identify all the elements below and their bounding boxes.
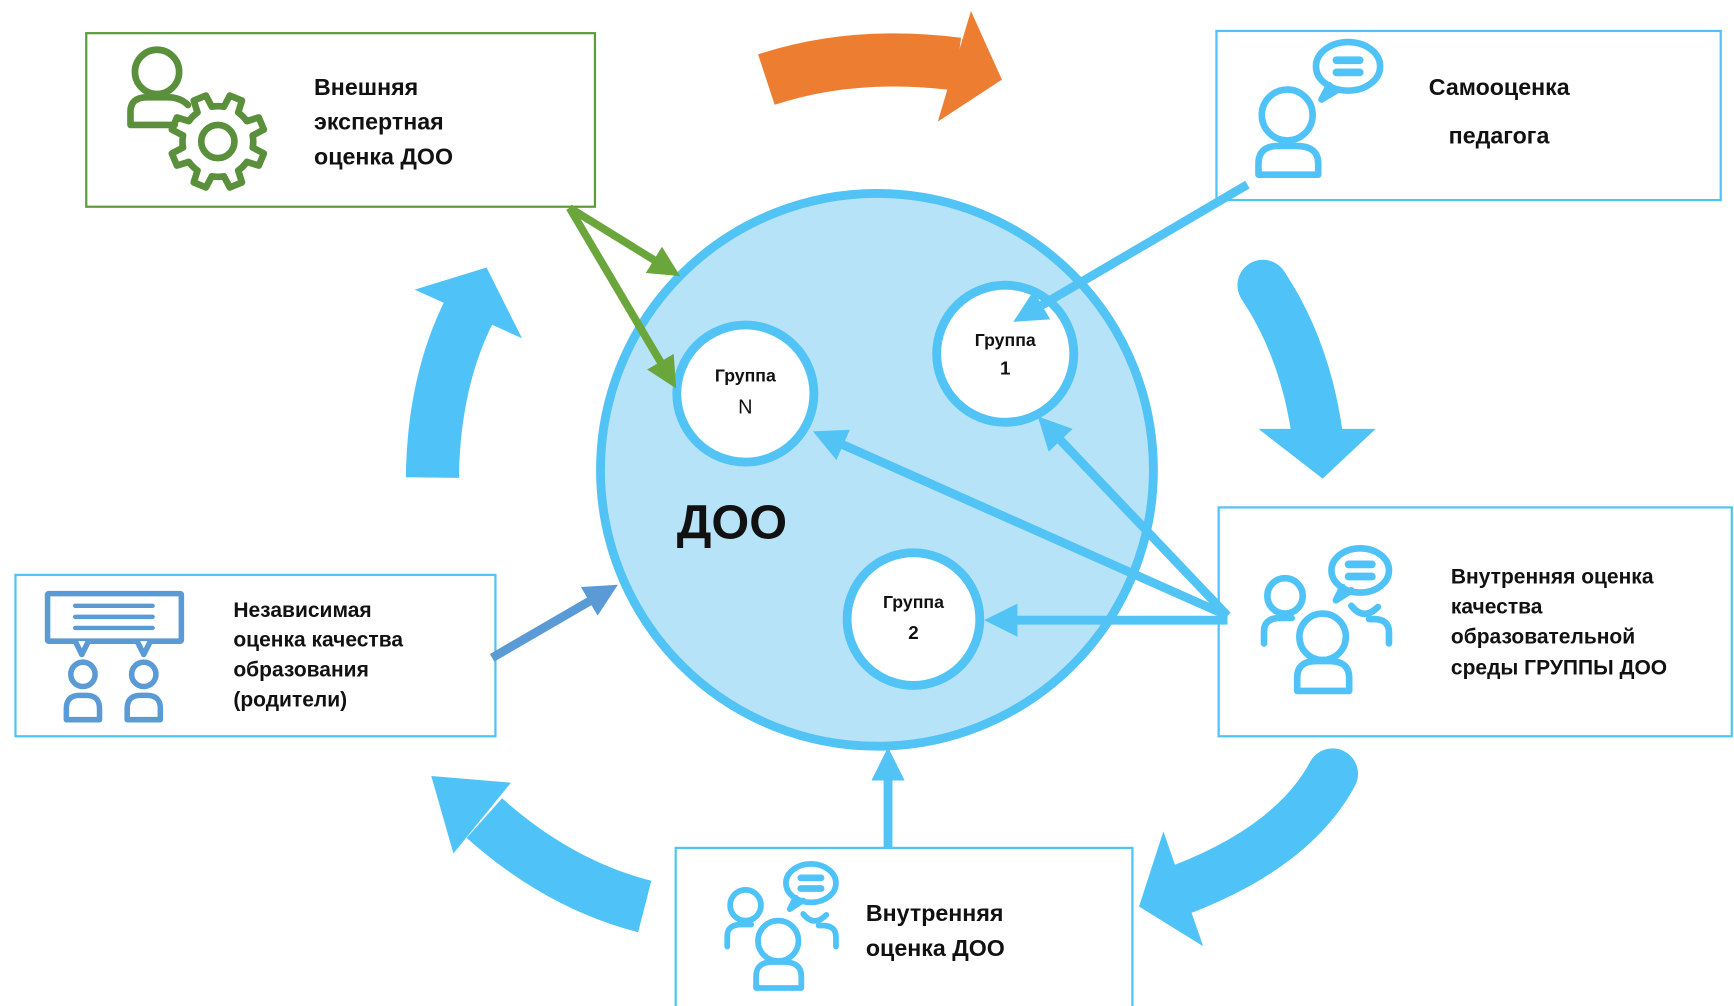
internal-group-line: Внутренняя оценка bbox=[1451, 566, 1654, 589]
group-n-id: N bbox=[738, 396, 752, 418]
arrow-self-to-group-1 bbox=[1013, 180, 1250, 322]
external-expert-line: экспертная bbox=[314, 108, 444, 134]
teacher-self-assessment-box: Самооценка педагога bbox=[1215, 29, 1722, 202]
doo-label: ДОО bbox=[677, 495, 787, 549]
group-1-title: Группа bbox=[975, 330, 1036, 350]
internal-group-line: образовательной bbox=[1451, 625, 1635, 648]
person-gear-icon bbox=[127, 46, 268, 191]
cycle-arrow-left bbox=[405, 267, 522, 479]
chat-screen-two-people-icon bbox=[44, 590, 185, 723]
arrow-independent-to-doo bbox=[489, 584, 618, 662]
independent-assessment-box: Независимая оценка качества образования … bbox=[14, 573, 497, 738]
cycle-arrow-right-bottom bbox=[1139, 748, 1359, 947]
teacher-self-line: педагога bbox=[1449, 123, 1551, 149]
group-2-circle bbox=[842, 548, 985, 690]
teacher-self-line: Самооценка bbox=[1429, 74, 1571, 100]
arrow-external-to-doo bbox=[567, 204, 681, 277]
group-1-circle bbox=[932, 280, 1079, 427]
arrow-external-to-group-n bbox=[566, 205, 677, 389]
internal-group-line: среды ГРУППЫ ДОО bbox=[1451, 656, 1667, 679]
arrow-internal-group-to-group-1 bbox=[1037, 416, 1231, 619]
group-2-id: 2 bbox=[908, 622, 918, 643]
internal-group-assessment-box: Внутренняя оценка качества образовательн… bbox=[1217, 506, 1733, 738]
independent-line: (родители) bbox=[233, 688, 347, 711]
internal-group-line: качества bbox=[1451, 596, 1543, 619]
group-n-title: Группа bbox=[715, 365, 776, 385]
external-expert-box: Внешняя экспертная оценка ДОО bbox=[85, 32, 597, 208]
external-expert-line: оценка ДОО bbox=[314, 144, 453, 170]
group-1-id: 1 bbox=[1000, 358, 1010, 379]
external-expert-line: Внешняя bbox=[314, 74, 418, 100]
cycle-arrow-orange-top bbox=[758, 11, 1002, 122]
person-speech-bubble-icon bbox=[1255, 38, 1384, 178]
independent-line: Независимая bbox=[233, 599, 371, 622]
independent-line: образования bbox=[233, 659, 368, 682]
internal-assessment-box: Внутренняя оценка ДОО bbox=[674, 846, 1134, 1006]
group-n-circle bbox=[672, 320, 819, 467]
cycle-arrow-bottom-left bbox=[431, 776, 652, 933]
internal-line: Внутренняя bbox=[866, 900, 1004, 926]
internal-line: оценка ДОО bbox=[866, 935, 1005, 961]
cycle-arrow-right-top bbox=[1237, 259, 1376, 479]
independent-line: оценка качества bbox=[233, 629, 403, 652]
arrow-internal-group-to-group-n bbox=[812, 429, 1230, 620]
group-2-title: Группа bbox=[883, 592, 944, 612]
